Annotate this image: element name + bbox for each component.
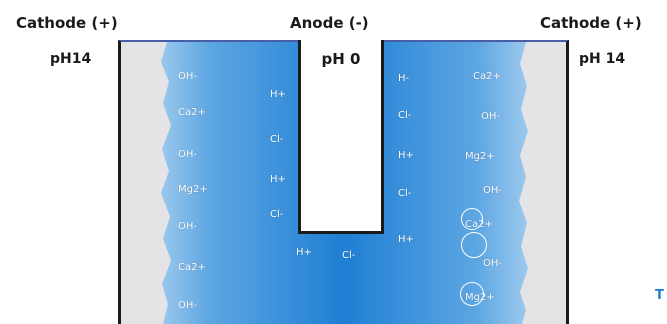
ph-anode-label: pH 0 bbox=[321, 50, 361, 68]
ion-right-3: Mg2+ bbox=[465, 151, 495, 162]
cathode-plate-right bbox=[518, 42, 566, 324]
ion-left-2: Ca2+ bbox=[178, 107, 206, 118]
ion-right-4: OH- bbox=[483, 185, 502, 196]
ion-left-inner-3: H+ bbox=[270, 174, 286, 185]
gas-bubble bbox=[460, 282, 484, 306]
gas-bubble bbox=[461, 208, 483, 230]
cathode-plate-left bbox=[121, 42, 173, 324]
ion-left-4: Mg2+ bbox=[178, 184, 208, 195]
ion-bottom-2: Cl- bbox=[342, 250, 356, 261]
ion-left-inner-4: Cl- bbox=[270, 209, 284, 220]
ion-left-6: Ca2+ bbox=[178, 262, 206, 273]
anode-label: Anode (-) bbox=[290, 14, 369, 32]
ion-right-inner-3: H+ bbox=[398, 150, 414, 161]
ion-left-5: OH- bbox=[178, 221, 197, 232]
gas-bubble bbox=[461, 232, 487, 258]
cathode-left-label: Cathode (+) bbox=[16, 14, 118, 32]
cathode-right-label: Cathode (+) bbox=[540, 14, 642, 32]
ion-left-7: OH- bbox=[178, 300, 197, 311]
ion-left-inner-2: Cl- bbox=[270, 134, 284, 145]
ion-right-inner-2: Cl- bbox=[398, 110, 412, 121]
ion-right-inner-5: H+ bbox=[398, 234, 414, 245]
ion-right-6: OH- bbox=[483, 258, 502, 269]
ph-left-label: pH14 bbox=[50, 51, 92, 67]
ion-left-inner-1: H+ bbox=[270, 89, 286, 100]
ion-right-inner-1: H- bbox=[398, 73, 410, 84]
ion-left-1: OH- bbox=[178, 71, 197, 82]
ph-right-label: pH 14 bbox=[579, 51, 626, 67]
ion-right-inner-4: Cl- bbox=[398, 188, 412, 199]
ion-left-3: OH- bbox=[178, 149, 197, 160]
anode-electrode: pH 0 bbox=[298, 40, 384, 234]
ion-bottom-1: H+ bbox=[296, 247, 312, 258]
ion-right-2: OH- bbox=[481, 111, 500, 122]
ion-right-1: Ca2+ bbox=[473, 71, 501, 82]
cropped-edge-letter: T bbox=[655, 288, 664, 303]
